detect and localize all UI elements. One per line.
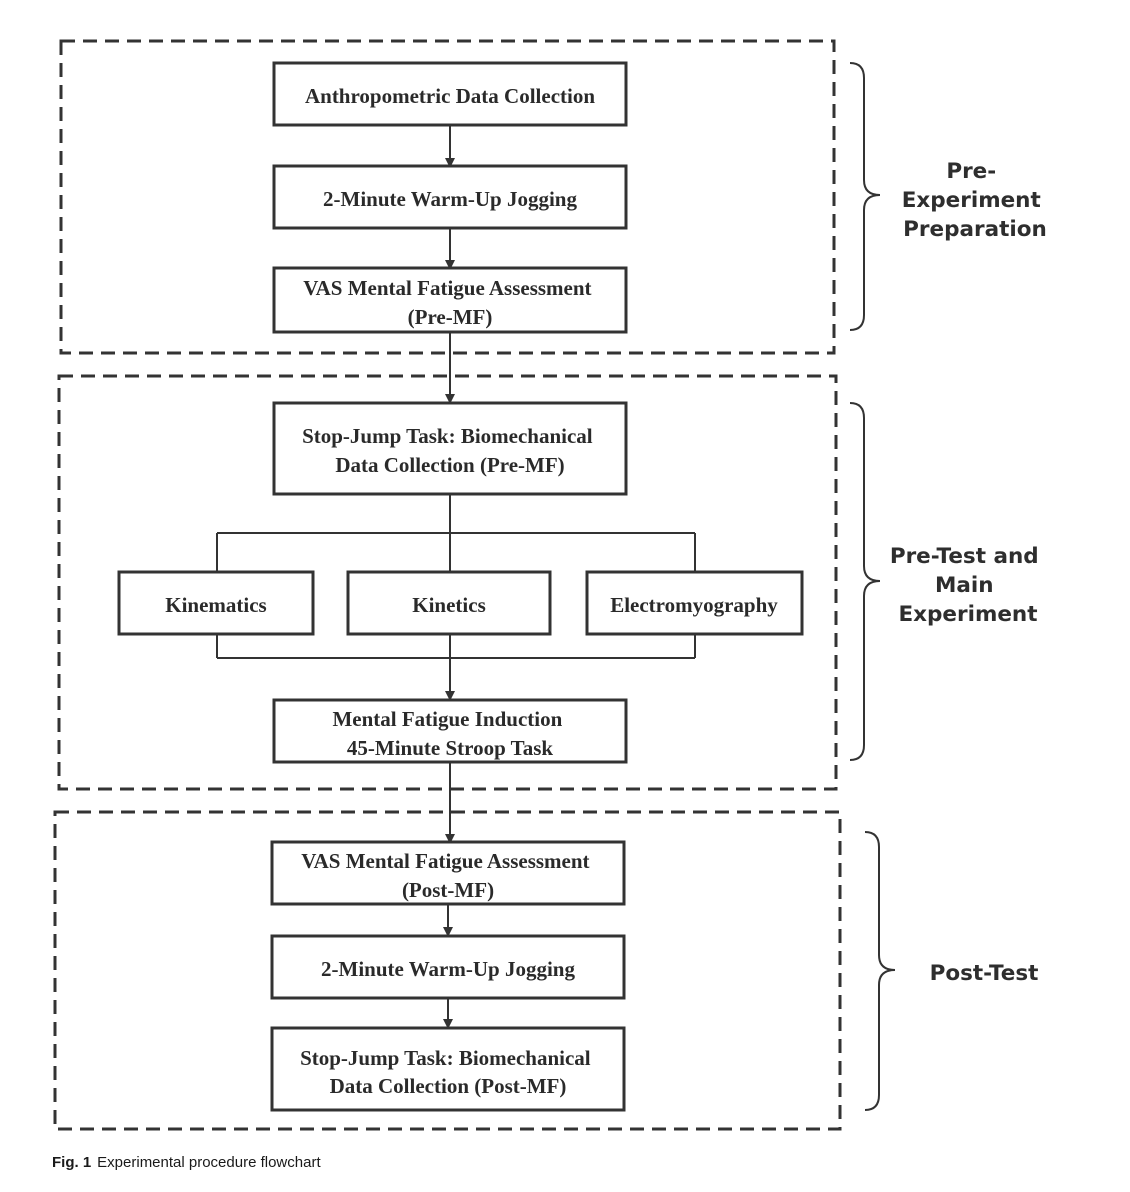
figure-caption-text: Experimental procedure flowchart — [97, 1154, 321, 1171]
svg-text:Kinetics: Kinetics — [412, 593, 486, 617]
brace-post-test — [864, 831, 896, 1111]
svg-text:VAS Mental Fatigue Assessment: VAS Mental Fatigue Assessment (Post-MF) — [301, 849, 595, 902]
phase-label-pre-test: Pre-Test and Main Experiment — [890, 544, 1046, 627]
step-warmup-pre: 2-Minute Warm-Up Jogging — [272, 164, 628, 230]
step-vas-pre: VAS Mental Fatigue Assessment (Pre-MF) — [272, 266, 628, 334]
svg-text:Stop-Jump Task: Biomechanical: Stop-Jump Task: Biomechanical Data Colle… — [302, 424, 598, 477]
svg-text:2-Minute Warm-Up Jogging: 2-Minute Warm-Up Jogging — [323, 187, 577, 211]
step-stopjump-post: Stop-Jump Task: Biomechanical Data Colle… — [270, 1026, 626, 1112]
brace-pre-experiment — [849, 62, 881, 331]
phase-frame-pre-experiment — [59, 39, 836, 355]
step-kinetics: Kinetics — [346, 570, 552, 636]
svg-text:VAS Mental Fatigue Assessment: VAS Mental Fatigue Assessment (Pre-MF) — [303, 276, 597, 329]
figure-caption-label: Fig. 1 — [52, 1154, 92, 1171]
svg-text:2-Minute Warm-Up Jogging: 2-Minute Warm-Up Jogging — [321, 957, 575, 981]
step-warmup-post: 2-Minute Warm-Up Jogging — [270, 934, 626, 1000]
svg-text:Stop-Jump Task: Biomechanical: Stop-Jump Task: Biomechanical Data Colle… — [300, 1046, 596, 1098]
svg-text:Mental Fatigue Induction: Mental Fatigue Induction 45-Minute Stroo… — [332, 707, 567, 760]
figure-caption: Fig. 1 Experimental procedure flowchart — [52, 1154, 321, 1171]
step-mf-induction: Mental Fatigue Induction 45-Minute Stroo… — [272, 698, 628, 764]
svg-text:Anthropometric Data Collection: Anthropometric Data Collection — [305, 84, 595, 108]
brace-pre-test — [849, 402, 881, 761]
svg-text:Electromyography: Electromyography — [610, 593, 778, 617]
svg-text:Kinematics: Kinematics — [165, 593, 266, 617]
step-stopjump-pre: Stop-Jump Task: Biomechanical Data Colle… — [272, 401, 628, 496]
step-emg: Electromyography — [585, 570, 804, 636]
step-kinematics: Kinematics — [117, 570, 315, 636]
phase-label-pre-experiment: Pre- Experiment Preparation — [902, 159, 1049, 242]
phase-label-post-test: Post-Test — [930, 961, 1039, 986]
step-anthropometric: Anthropometric Data Collection — [272, 61, 628, 127]
connectors — [216, 125, 696, 1029]
step-vas-post: VAS Mental Fatigue Assessment (Post-MF) — [270, 840, 626, 906]
